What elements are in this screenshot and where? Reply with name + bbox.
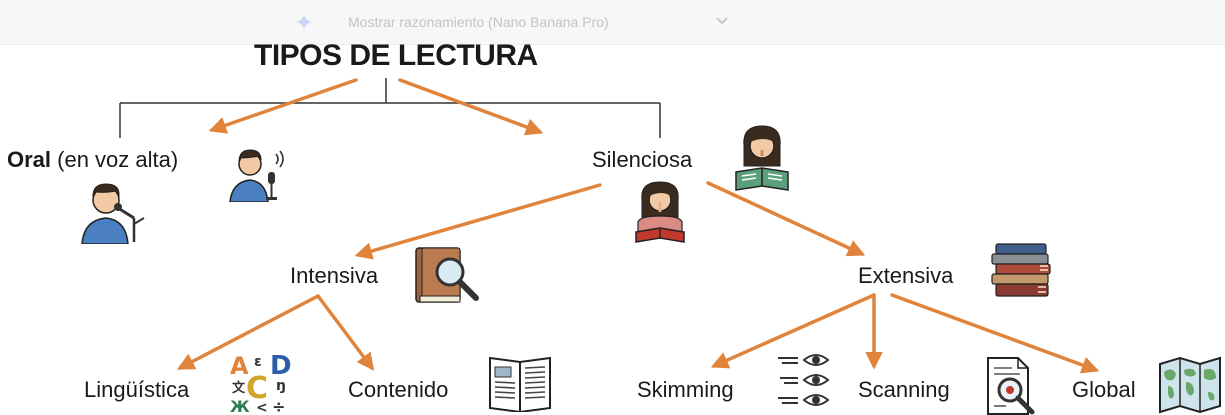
chevron-down-icon[interactable] bbox=[716, 17, 728, 25]
man-with-microphone-icon bbox=[81, 183, 145, 244]
svg-text:文: 文 bbox=[232, 380, 246, 396]
node-oral-bold: Oral bbox=[7, 147, 52, 172]
arrow-title-oral bbox=[208, 78, 358, 134]
arrow-title-silenciosa bbox=[398, 78, 544, 136]
svg-text:ε: ε bbox=[254, 354, 262, 370]
svg-text:C: C bbox=[246, 371, 268, 406]
arrow-silenciosa-intensiva bbox=[354, 183, 602, 260]
title-bracket bbox=[119, 78, 661, 138]
node-intensiva: Intensiva bbox=[290, 263, 379, 288]
node-extensiva: Extensiva bbox=[858, 263, 954, 288]
letters-symbols-icon: A ε D 文 C ŋ Ж < ÷ bbox=[230, 351, 292, 414]
node-oral-detail: (en voz alta) bbox=[51, 147, 179, 172]
magnifier-on-book-icon bbox=[415, 247, 479, 303]
woman-reading-book-icon bbox=[735, 125, 789, 191]
node-silenciosa: Silenciosa bbox=[592, 147, 693, 172]
gemini-sparkle-icon bbox=[296, 14, 312, 30]
document-magnifier-icon bbox=[987, 357, 1035, 415]
diagram-title: TIPOS DE LECTURA bbox=[254, 39, 538, 72]
svg-text:D: D bbox=[270, 351, 292, 381]
node-global: Global bbox=[1072, 377, 1136, 402]
eye-lines-icon bbox=[778, 354, 830, 406]
node-linguistica: Lingüística bbox=[84, 377, 190, 402]
svg-text:ŋ: ŋ bbox=[276, 378, 286, 394]
arrow-intensiva-contenido bbox=[316, 294, 375, 371]
node-skimming: Skimming bbox=[637, 377, 734, 402]
svg-text:÷: ÷ bbox=[272, 397, 285, 414]
svg-text:Ж: Ж bbox=[230, 397, 250, 414]
woman-shushing-icon bbox=[635, 181, 685, 243]
svg-text:<: < bbox=[256, 400, 268, 414]
top-bar: Mostrar razonamiento (Nano Banana Pro) bbox=[0, 0, 1225, 45]
arrow-intensiva-linguistica bbox=[176, 294, 320, 370]
svg-text:A: A bbox=[230, 352, 249, 380]
node-contenido: Contenido bbox=[348, 377, 449, 402]
stack-of-books-icon bbox=[991, 243, 1051, 297]
man-speaking-icon bbox=[229, 149, 284, 202]
arrow-extensiva-global bbox=[890, 293, 1100, 374]
arrow-silenciosa-extensiva bbox=[706, 181, 866, 257]
model-selector-label[interactable]: Mostrar razonamiento (Nano Banana Pro) bbox=[348, 14, 609, 30]
arrow-extensiva-skimming bbox=[710, 293, 876, 369]
open-book-icon bbox=[489, 356, 551, 412]
node-oral: Oral (en voz alta) bbox=[7, 147, 178, 173]
world-map-icon bbox=[1159, 356, 1221, 414]
node-scanning: Scanning bbox=[858, 377, 950, 402]
